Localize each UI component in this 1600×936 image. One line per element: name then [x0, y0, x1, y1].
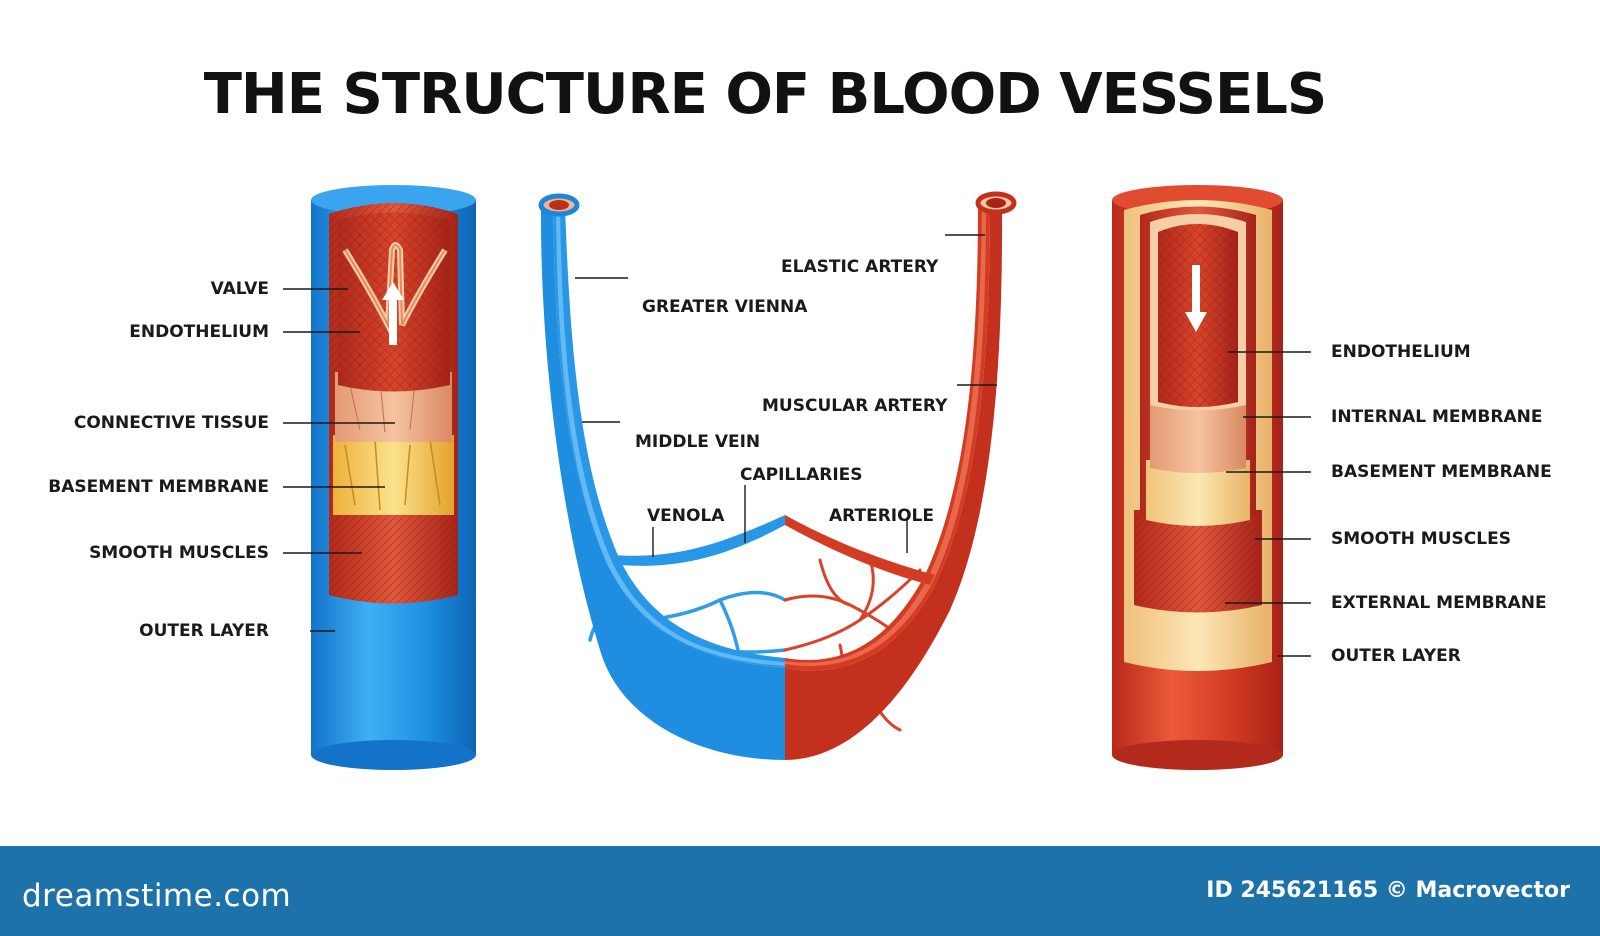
artery-label-endothelium: ENDOTHELIUM: [1331, 342, 1471, 362]
artery-label-outer-layer: OUTER LAYER: [1331, 646, 1461, 666]
label-middle-vein: MIDDLE VEIN: [635, 432, 761, 452]
vein-label-connective-tissue: CONNECTIVE TISSUE: [73, 413, 269, 433]
label-venola: VENOLA: [647, 506, 725, 526]
artery-label-internal-membrane: INTERNAL MEMBRANE: [1331, 407, 1543, 427]
footer-image-id: ID 245621165 © Macrovector: [1206, 878, 1570, 903]
vein-label-outer-layer: OUTER LAYER: [139, 621, 269, 641]
artery-label-basement-membrane: BASEMENT MEMBRANE: [1331, 462, 1552, 482]
vein-label-endothelium: ENDOTHELIUM: [129, 322, 269, 342]
artery-label-external-membrane: EXTERNAL MEMBRANE: [1331, 593, 1547, 613]
vein-label-smooth-muscles: SMOOTH MUSCLES: [89, 543, 269, 563]
illustration: [283, 185, 1311, 770]
label-capillaries: CAPILLARIES: [740, 465, 863, 485]
label-elastic-artery: ELASTIC ARTERY: [781, 257, 939, 277]
label-muscular-artery: MUSCULAR ARTERY: [762, 396, 948, 416]
footer-brand: dreamstime.com: [22, 878, 292, 914]
label-arteriole: ARTERIOLE: [829, 506, 935, 526]
vein-label-basement-membrane: BASEMENT MEMBRANE: [48, 477, 269, 497]
vein-label-valve: VALVE: [210, 279, 269, 299]
label-greater-vienna: GREATER VIENNA: [642, 297, 808, 317]
leader-lines: [283, 234, 1311, 657]
artery-label-smooth-muscles: SMOOTH MUSCLES: [1331, 529, 1511, 549]
page-title: THE STRUCTURE OF BLOOD VESSELS: [203, 62, 1328, 127]
vein-cylinder: [311, 185, 476, 770]
vessel-network: [538, 191, 1017, 760]
artery-cylinder: [1112, 185, 1283, 770]
footer-bar: dreamstime.com ID 245621165 © Macrovecto…: [0, 846, 1600, 936]
